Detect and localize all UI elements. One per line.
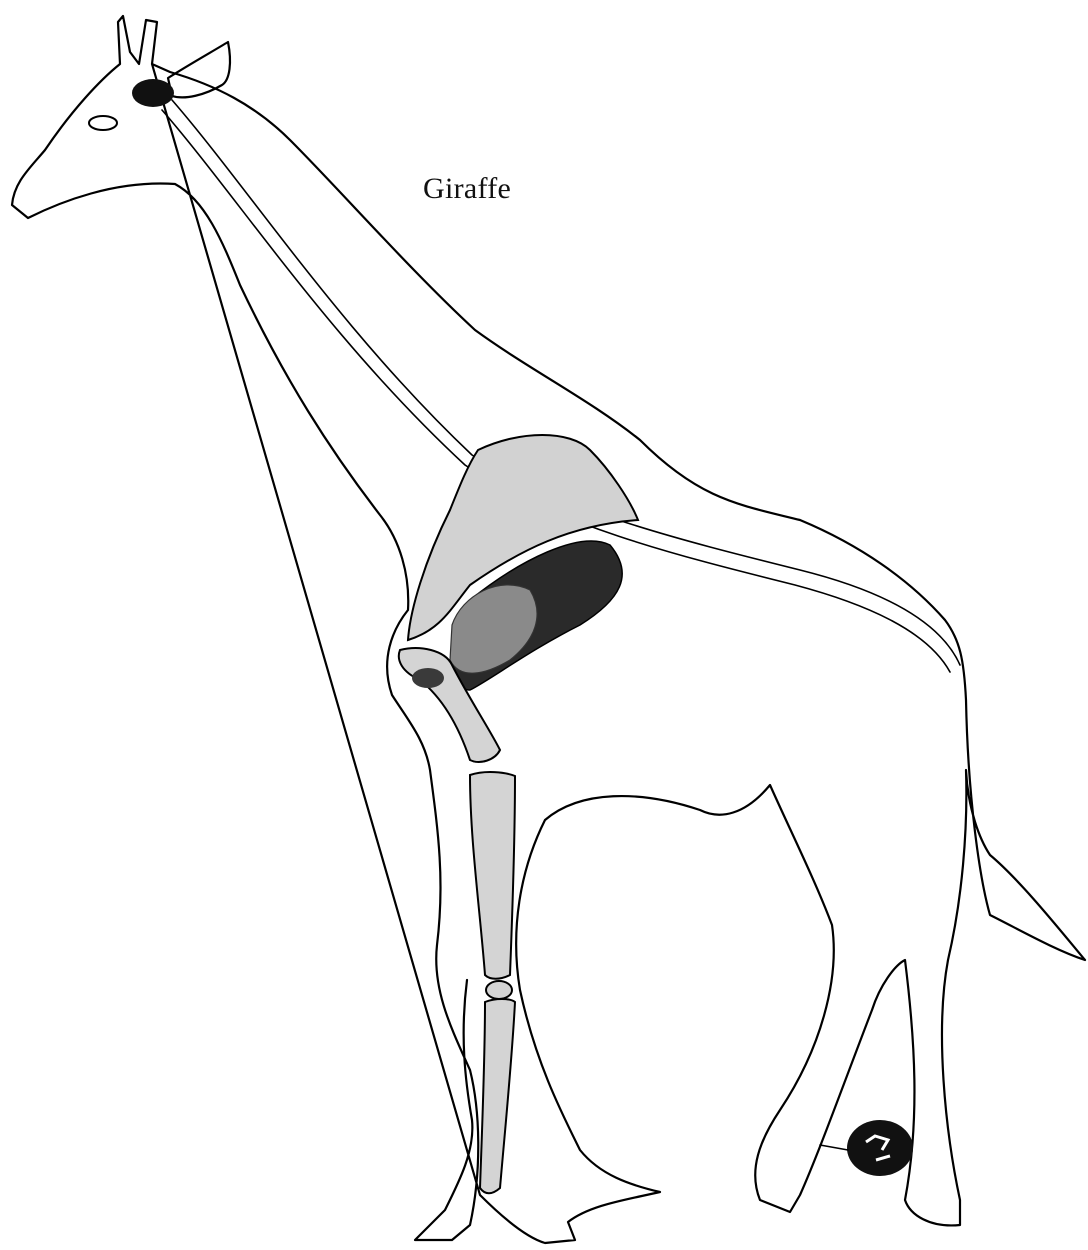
- hoof-marker-pointer: [820, 1145, 848, 1150]
- muscle-mid: [450, 585, 537, 673]
- humerus-joint: [412, 668, 444, 688]
- diagram-title: Giraffe: [423, 172, 511, 206]
- ear-outline: [168, 42, 230, 97]
- eye-icon: [89, 116, 117, 130]
- metacarpal: [480, 999, 515, 1193]
- hoof-marker: [847, 1120, 913, 1176]
- inner-ear-marker: [132, 79, 174, 107]
- carpal-joint: [486, 981, 512, 999]
- radius: [470, 772, 515, 979]
